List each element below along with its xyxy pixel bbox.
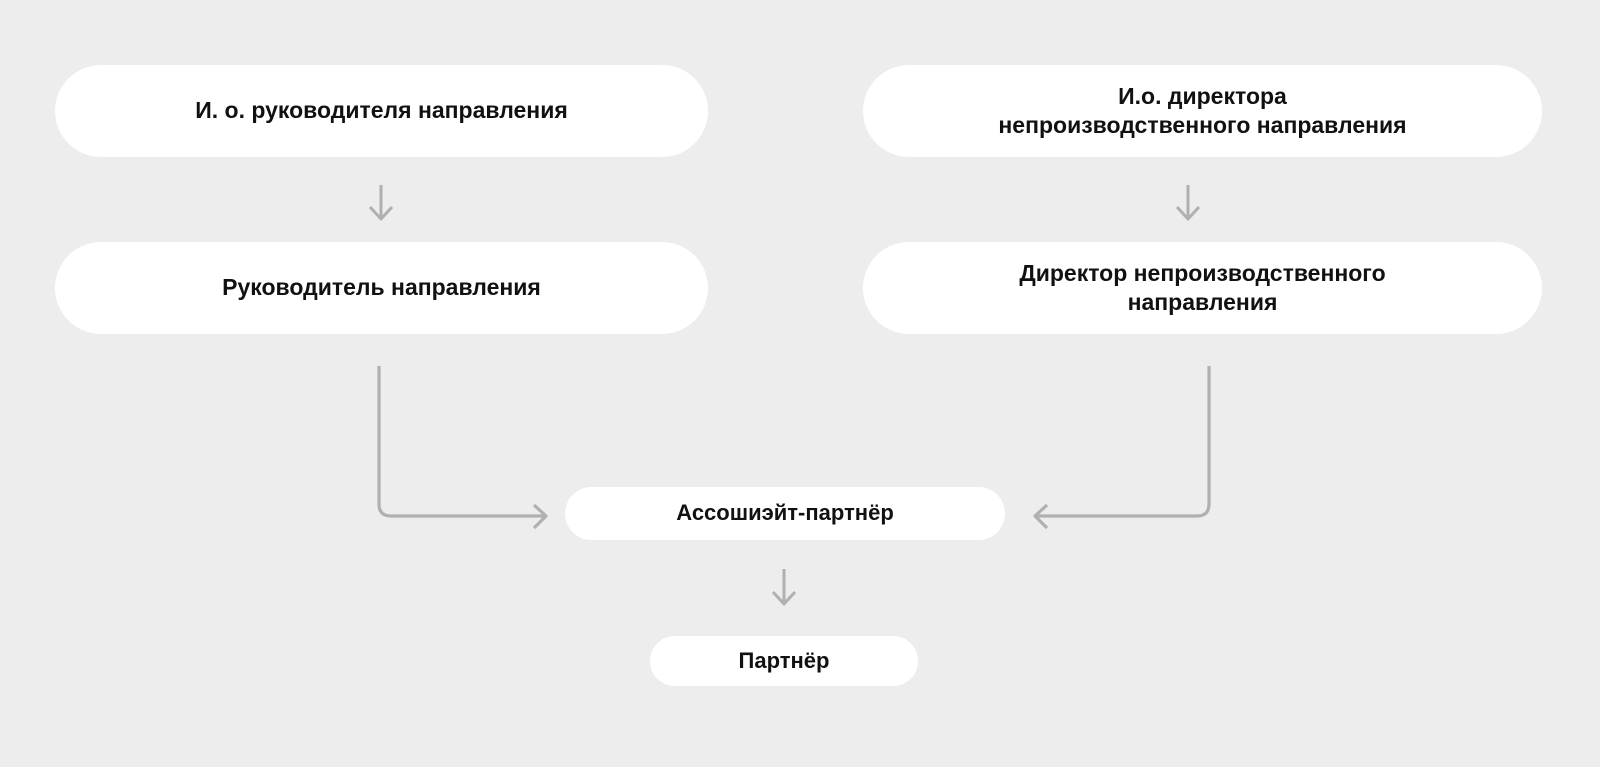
node-partner-label: Партнёр xyxy=(738,647,830,673)
node-acting-head-label: И. о. руководителя направления xyxy=(195,97,568,124)
node-acting-director-label: И.о. директора непроизводственного напра… xyxy=(998,82,1407,138)
node-acting-head: И. о. руководителя направления xyxy=(55,65,708,157)
node-head-label: Руководитель направления xyxy=(222,274,541,301)
connector-associate-to-partner xyxy=(771,569,797,606)
node-director-label: Директор непроизводственного направления xyxy=(1019,259,1386,315)
node-associate-partner: Ассошиэйт-партнёр xyxy=(565,487,1005,540)
node-head: Руководитель направления xyxy=(55,242,708,334)
connector-acting-head-to-head xyxy=(368,185,394,221)
connector-acting-director-to-director xyxy=(1175,185,1201,221)
node-director: Директор непроизводственного направления xyxy=(863,242,1542,334)
connector-head-to-associate xyxy=(377,366,548,530)
node-acting-director: И.о. директора непроизводственного напра… xyxy=(863,65,1542,157)
node-associate-partner-label: Ассошиэйт-партнёр xyxy=(676,500,894,526)
node-partner: Партнёр xyxy=(650,636,918,686)
connector-director-to-associate xyxy=(1033,366,1211,530)
